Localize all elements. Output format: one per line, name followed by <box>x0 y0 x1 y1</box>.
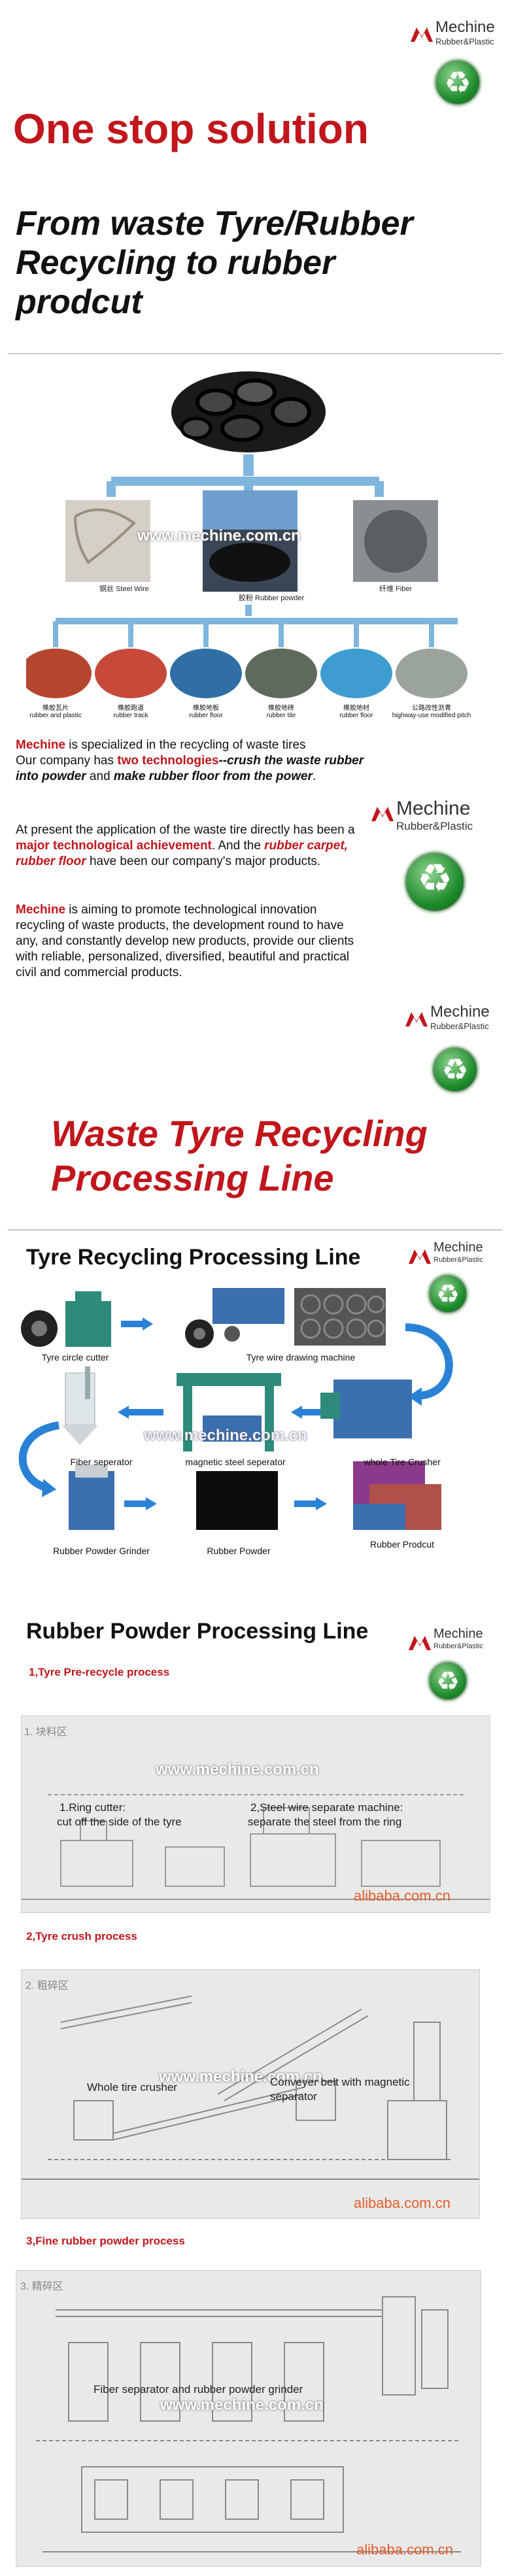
note: separate the steel from the ring <box>248 1816 402 1828</box>
product-label: Rubber Prodcut <box>369 1539 435 1550</box>
step-diagram-graphic <box>22 1995 479 2180</box>
brand-logo: Mechine Rubber&Plastic <box>405 1002 503 1041</box>
steel-wire-caption: 钢丝 Steel Wire <box>99 585 149 593</box>
brand-name: Mechine <box>434 1627 483 1641</box>
step-heading: 2,Tyre crush process <box>26 1930 137 1942</box>
note: 1.Ring cutter: <box>60 1801 126 1814</box>
step-diagram: 1. 块料区 www.mechine.com.cn 1.Ring cutter:… <box>21 1716 490 1913</box>
brand-mark-icon <box>411 27 433 42</box>
grinder-label: Rubber Powder Grinder <box>53 1546 150 1556</box>
hero-title: One stop solution <box>13 105 369 152</box>
watermark: www.mechine.com.cn <box>160 2396 324 2414</box>
brand-mark-icon <box>405 1012 428 1026</box>
step-diagram-graphic <box>22 1794 490 1900</box>
intro-paragraph-2: At present the application of the waste … <box>16 823 355 868</box>
recycle-icon: ♻ <box>403 850 467 914</box>
rubber-powder-caption: 胶粉 Rubber powder <box>239 593 305 602</box>
brand-sub: Rubber&Plastic <box>434 1256 483 1264</box>
recycling-flow-diagram: 钢丝 Steel Wire 胶粉 Rubber powder 纤维 Fiber … <box>20 366 497 722</box>
brand-mark-icon <box>409 1636 431 1650</box>
brand-name: Mechine <box>434 1240 483 1255</box>
brand-logo: Mechine Rubber&Plastic <box>409 1625 507 1665</box>
recycle-icon: ♻ <box>433 58 483 107</box>
brand-logo: Mechine Rubber&Plastic <box>371 796 473 836</box>
watermark: www.mechine.com.cn <box>159 2068 322 2086</box>
magnetic-label: magnetic steel seperator <box>185 1457 286 1467</box>
step-diagram: 3. 精碎区 www.mechine.com.cn Fiber separato… <box>16 2270 481 2567</box>
intro-paragraph-3: Mechine is aiming to promote technologic… <box>16 903 354 979</box>
line2-title: Rubber Powder Processing Line <box>26 1619 369 1644</box>
recycle-icon: ♻ <box>430 1045 480 1094</box>
tyre-line-diagram: www.mechine.com.cn Tyre circle cutter Ty… <box>13 1281 497 1602</box>
hero-subtitle: From waste Tyre/Rubber Recycling to rubb… <box>16 205 413 321</box>
brand-sub: Rubber&Plastic <box>396 820 473 832</box>
zone-label: 2. 粗碎区 <box>26 1980 69 1991</box>
intro-paragraph-1: Mechine is specialized in the recycling … <box>16 738 364 783</box>
note: Whole tire crusher <box>87 2081 177 2093</box>
note: cut off the side of the tyre <box>57 1816 182 1828</box>
note: separator <box>270 2090 317 2103</box>
recycle-icon: ♻ <box>426 1659 469 1703</box>
brand-sub: Rubber&Plastic <box>430 1021 489 1031</box>
crusher-label: whole Tire Crusher <box>364 1457 441 1467</box>
line1-title: Tyre Recycling Processing Line <box>26 1245 361 1270</box>
step-heading: 1,Tyre Pre-recycle process <box>29 1666 170 1678</box>
cutter-label: Tyre circle cutter <box>41 1352 109 1363</box>
section-title: Waste Tyre Recycling Processing Line <box>51 1113 428 1198</box>
brand-name: Mechine <box>396 798 471 819</box>
divider <box>8 353 502 354</box>
note: Fiber separator and rubber powder grinde… <box>94 2383 303 2396</box>
note: Conveyer belt with magnetic <box>270 2076 410 2088</box>
source-watermark: alibaba.com.cn <box>356 2541 453 2558</box>
brand-logo: Mechine Rubber&Plastic <box>411 17 509 56</box>
fiber-label: Fiber seperator <box>70 1457 133 1467</box>
brand-logo: Mechine Rubber&Plastic <box>409 1239 507 1278</box>
brand-sub: Rubber&Plastic <box>435 37 494 46</box>
watermark: www.mechine.com.cn <box>137 527 301 545</box>
recycle-icon: ♻ <box>426 1272 469 1315</box>
brand-name: Mechine <box>430 1003 490 1021</box>
watermark: www.mechine.com.cn <box>144 1427 307 1444</box>
step-heading: 3,Fine rubber powder process <box>26 2235 185 2247</box>
product-tile-photo <box>20 649 92 698</box>
zone-label: 3. 精碎区 <box>20 2281 63 2292</box>
divider <box>8 1229 502 1230</box>
tyre-line-graphic <box>18 1288 453 1530</box>
source-watermark: alibaba.com.cn <box>354 2195 450 2211</box>
source-watermark: alibaba.com.cn <box>354 1888 450 1904</box>
brand-mark-icon <box>409 1249 431 1264</box>
brand-sub: Rubber&Plastic <box>434 1642 483 1650</box>
zone-label: 1. 块料区 <box>24 1727 67 1738</box>
note: 2,Steel wire separate machine: <box>250 1801 403 1814</box>
drawing-label: Tyre wire drawing machine <box>246 1352 356 1363</box>
flow-graphic: 钢丝 Steel Wire 胶粉 Rubber powder 纤维 Fiber <box>20 371 468 698</box>
tyre-pile-icon <box>171 371 326 452</box>
step-diagram-graphic <box>36 2296 461 2552</box>
brand-mark-icon <box>371 807 394 821</box>
brand-name: Mechine <box>435 18 495 36</box>
powder-label: Rubber Powder <box>207 1546 271 1556</box>
watermark: www.mechine.com.cn <box>156 1761 319 1778</box>
step-diagram: 2. 粗碎区 www.mechine.com.cn Whole tire cru… <box>21 1969 480 2219</box>
fiber-caption: 纤维 Fiber <box>379 585 412 593</box>
